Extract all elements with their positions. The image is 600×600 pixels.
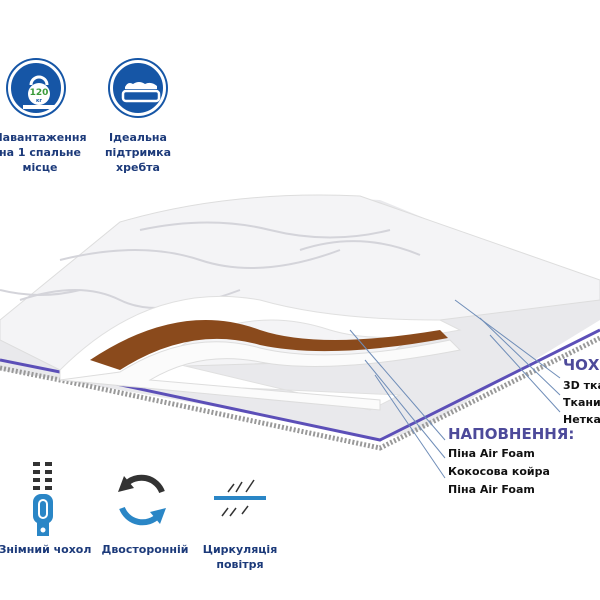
coir-layer	[90, 320, 448, 370]
feature-load-caption: Навантаження на 1 спальне місце	[0, 130, 90, 175]
air-circulation-icon	[214, 479, 266, 517]
caption-line: повітря	[216, 558, 264, 571]
feature-double-sided: Двосторонній	[101, 543, 189, 556]
filling-item: Піна Air Foam	[448, 483, 535, 496]
cover-item: Нетка	[563, 413, 600, 426]
feature-spine-caption: Ідеальна підтримка хребта	[88, 130, 188, 175]
spine-support-icon	[121, 82, 161, 103]
filling-item: Кокосова койра	[448, 465, 550, 478]
caption-line: Ідеальна	[109, 131, 167, 144]
kettlebell-badge: 120 кг	[8, 60, 64, 116]
zipper-icon	[33, 462, 53, 536]
filling-heading: НАПОВНЕННЯ:	[448, 425, 575, 443]
cover-item: 3D тка	[563, 379, 600, 392]
weight-unit: кг	[36, 98, 42, 104]
spine-badge	[110, 60, 166, 116]
callout-lines	[349, 299, 561, 479]
caption-line: місце	[22, 161, 58, 174]
caption-line: на 1 спальне	[0, 146, 81, 159]
kettlebell-icon: 120 кг	[23, 75, 55, 109]
cover-item: Тканин	[563, 396, 600, 409]
caption-line: підтримка	[104, 146, 172, 159]
filling-item: Піна Air Foam	[448, 447, 535, 460]
cover-heading: ЧОХОЛ	[563, 356, 600, 374]
caption-line: Навантаження	[0, 131, 87, 144]
caption-line: Циркуляція	[202, 543, 278, 556]
reversible-arrows-icon	[118, 474, 166, 526]
feature-air-circulation: Циркуляція повітря	[190, 542, 290, 572]
feature-removable-cover: Знімний чохол	[0, 543, 92, 556]
weight-value: 120	[30, 88, 49, 98]
caption-line: хребта	[116, 161, 160, 174]
